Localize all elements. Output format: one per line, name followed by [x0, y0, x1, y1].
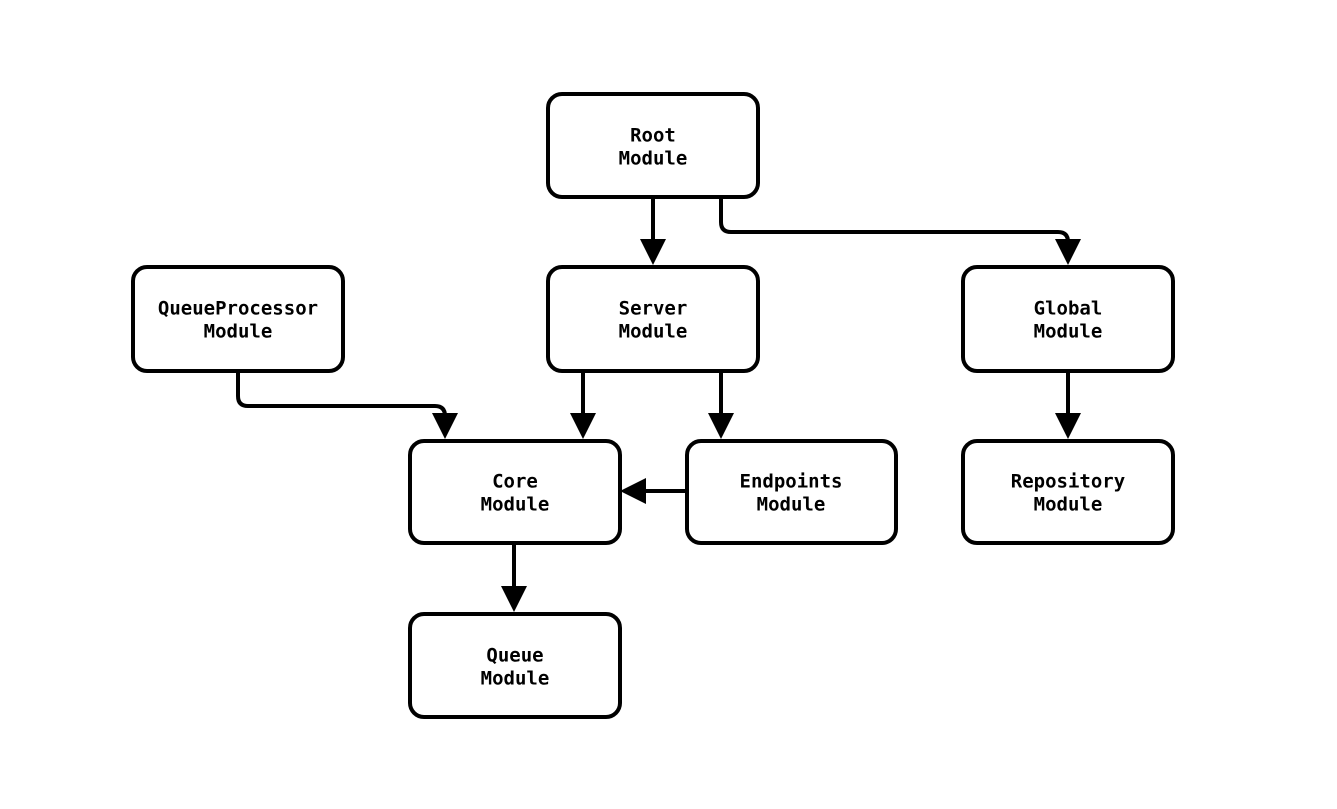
edge-global-to-repository-arrowhead: [1055, 413, 1081, 439]
edge-server-to-endpoints: [708, 371, 734, 439]
node-endpoints-module-label-line1: Endpoints: [740, 471, 843, 493]
node-core-module-shape[interactable]: [408, 439, 622, 545]
node-core-module[interactable]: Core Module: [408, 439, 622, 545]
edge-queueprocessor-to-core: [236, 371, 458, 439]
node-global-module-label-line1: Global: [1034, 298, 1103, 320]
edge-root-to-global-arrowhead: [1055, 239, 1081, 265]
node-endpoints-module-shape[interactable]: [685, 439, 898, 545]
node-root-module-label-line1: Root: [630, 125, 676, 147]
edge-core-to-queue: [501, 543, 527, 612]
node-server-module-shape[interactable]: [546, 265, 760, 373]
node-server-module-label-line2: Module: [619, 321, 688, 343]
edge-server-to-core-arrowhead: [570, 413, 596, 439]
node-queueprocessor-module-label-line1: QueueProcessor: [158, 298, 318, 320]
edge-endpoints-to-core-arrowhead: [620, 478, 646, 504]
edge-server-to-core: [570, 371, 596, 439]
node-queue-module-shape[interactable]: [408, 612, 622, 719]
node-queue-module[interactable]: Queue Module: [408, 612, 622, 719]
edge-queueprocessor-to-core-line: [236, 371, 447, 421]
node-queueprocessor-module[interactable]: QueueProcessor Module: [131, 265, 345, 373]
node-root-module[interactable]: Root Module: [546, 92, 760, 199]
edge-server-to-endpoints-arrowhead: [708, 413, 734, 439]
edge-root-to-global: [719, 197, 1081, 265]
node-queue-module-label-line1: Queue: [486, 645, 543, 667]
node-repository-module-label-line2: Module: [1034, 494, 1103, 516]
node-queueprocessor-module-label-line2: Module: [204, 321, 273, 343]
node-server-module[interactable]: Server Module: [546, 265, 760, 373]
node-global-module-shape[interactable]: [961, 265, 1175, 373]
node-global-module-label-line2: Module: [1034, 321, 1103, 343]
node-repository-module[interactable]: Repository Module: [961, 439, 1175, 545]
edge-root-to-server: [640, 197, 666, 265]
node-repository-module-shape[interactable]: [961, 439, 1175, 545]
node-repository-module-label-line1: Repository: [1011, 471, 1125, 493]
edge-global-to-repository: [1055, 371, 1081, 439]
node-root-module-label-line2: Module: [619, 148, 688, 170]
edge-root-to-global-line: [719, 197, 1070, 247]
node-server-module-label-line1: Server: [619, 298, 688, 320]
node-root-module-shape[interactable]: [546, 92, 760, 199]
node-core-module-label-line2: Module: [481, 494, 550, 516]
node-queue-module-label-line2: Module: [481, 668, 550, 690]
node-core-module-label-line1: Core: [492, 471, 538, 493]
node-global-module[interactable]: Global Module: [961, 265, 1175, 373]
edge-queueprocessor-to-core-arrowhead: [432, 413, 458, 439]
node-queueprocessor-module-shape[interactable]: [131, 265, 345, 373]
edge-root-to-server-arrowhead: [640, 239, 666, 265]
node-endpoints-module-label-line2: Module: [757, 494, 826, 516]
edge-endpoints-to-core: [620, 478, 687, 504]
node-endpoints-module[interactable]: Endpoints Module: [685, 439, 898, 545]
edge-core-to-queue-arrowhead: [501, 586, 527, 612]
